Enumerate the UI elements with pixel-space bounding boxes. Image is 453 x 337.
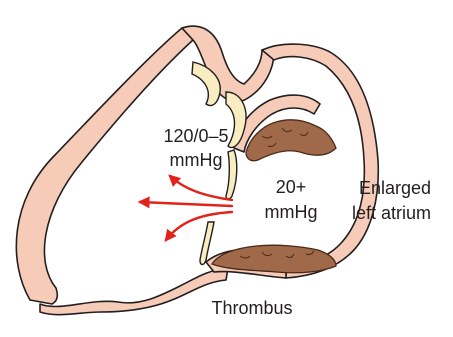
- atrium-pressure-value: 20+: [276, 177, 307, 197]
- thrombus-label: Thrombus: [211, 298, 292, 318]
- ventricle-pressure-unit: mmHg: [170, 150, 223, 170]
- flow-arrow-lower: [166, 212, 232, 240]
- flow-arrows: [140, 176, 232, 240]
- thrombus-upper: [246, 120, 336, 161]
- atrium-label-line1: Enlarged: [359, 178, 431, 198]
- flow-arrow-middle: [140, 202, 232, 206]
- atrium-label-line2: left atrium: [352, 203, 431, 223]
- flow-arrow-upper: [170, 176, 232, 200]
- atrium-pressure-unit: mmHg: [265, 202, 318, 222]
- mitral-leaflet-anterior: [226, 150, 237, 199]
- ventricle-pressure-value: 120/0–5: [163, 126, 228, 146]
- aortic-wall-upper: [262, 44, 378, 278]
- thrombus-lower: [212, 245, 336, 273]
